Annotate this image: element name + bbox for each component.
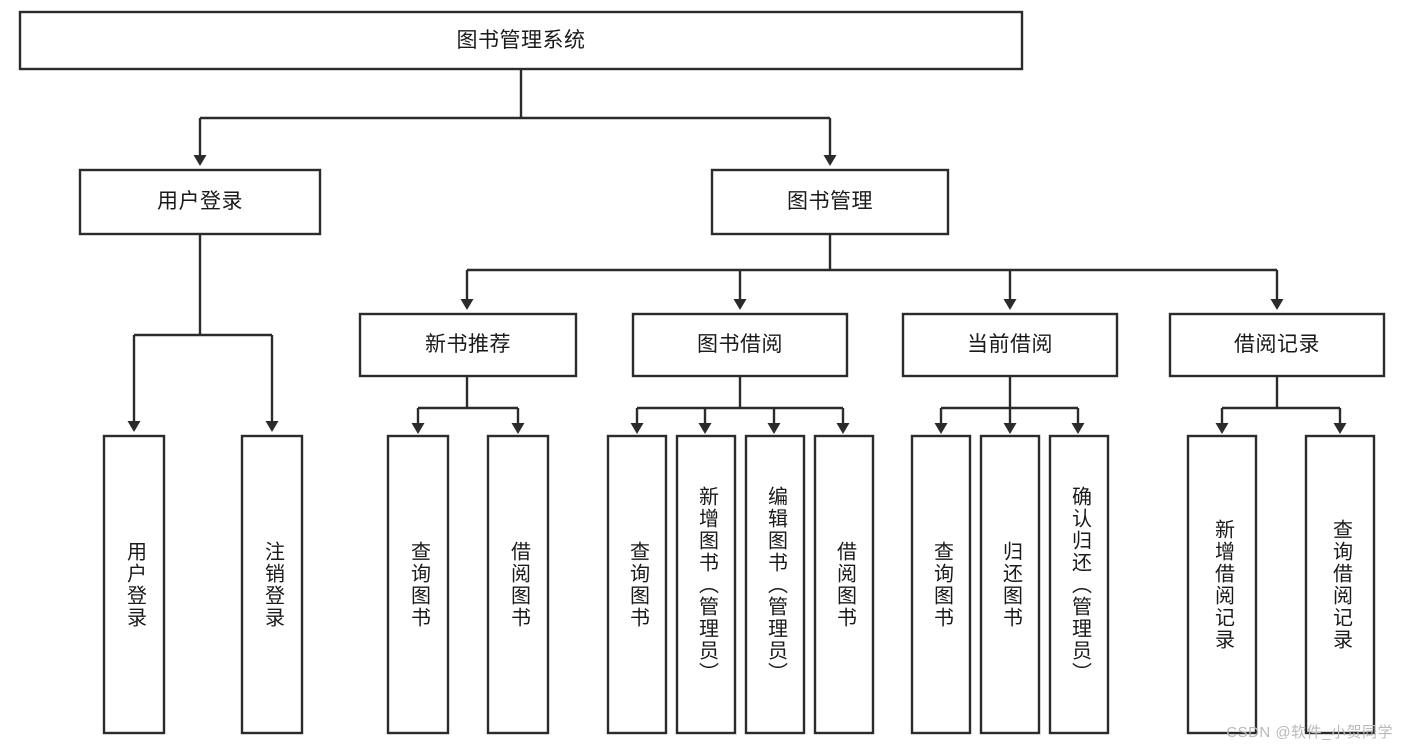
csdn-watermark: CSDN @软件_小贺同学	[1226, 724, 1393, 741]
node-box-leaf-book-borrow-3[interactable]	[813, 434, 875, 735]
node-box-leaf-book-borrow-2[interactable]	[744, 434, 806, 735]
node-box-current-borrow[interactable]	[901, 312, 1119, 378]
connector-new-book-to-leaves	[411, 376, 525, 434]
node-box-book-management[interactable]	[710, 168, 950, 236]
connector-user-login-to-leaves	[127, 234, 279, 432]
node-box-leaf-book-borrow-1[interactable]	[675, 434, 737, 735]
node-box-new-book-recommend[interactable]	[358, 312, 578, 378]
node-box-leaf-current-borrow-1[interactable]	[979, 434, 1041, 735]
node-box-leaf-current-borrow-2[interactable]	[1048, 434, 1110, 735]
node-box-leaf-new-book-0[interactable]	[386, 434, 450, 735]
node-box-leaf-borrow-record-0[interactable]	[1186, 434, 1258, 735]
node-box-leaf-user-login-0[interactable]	[102, 434, 166, 735]
node-box-leaf-book-borrow-0[interactable]	[606, 434, 668, 735]
connector-book-borrow-to-leaves	[630, 376, 850, 434]
connector-book-management-to-level3	[460, 234, 1284, 310]
node-box-book-borrow[interactable]	[631, 312, 849, 378]
node-box-leaf-new-book-1[interactable]	[486, 434, 550, 735]
connector-current-borrow-to-leaves	[934, 376, 1085, 434]
connector-root-to-level2	[193, 69, 837, 166]
connector-borrow-record-to-leaves	[1215, 376, 1347, 434]
node-box-root[interactable]	[18, 10, 1024, 71]
node-box-leaf-current-borrow-0[interactable]	[910, 434, 972, 735]
node-box-user-login[interactable]	[78, 168, 322, 236]
node-box-leaf-user-login-1[interactable]	[240, 434, 304, 735]
node-box-leaf-borrow-record-1[interactable]	[1304, 434, 1376, 735]
node-box-borrow-record[interactable]	[1168, 312, 1386, 378]
